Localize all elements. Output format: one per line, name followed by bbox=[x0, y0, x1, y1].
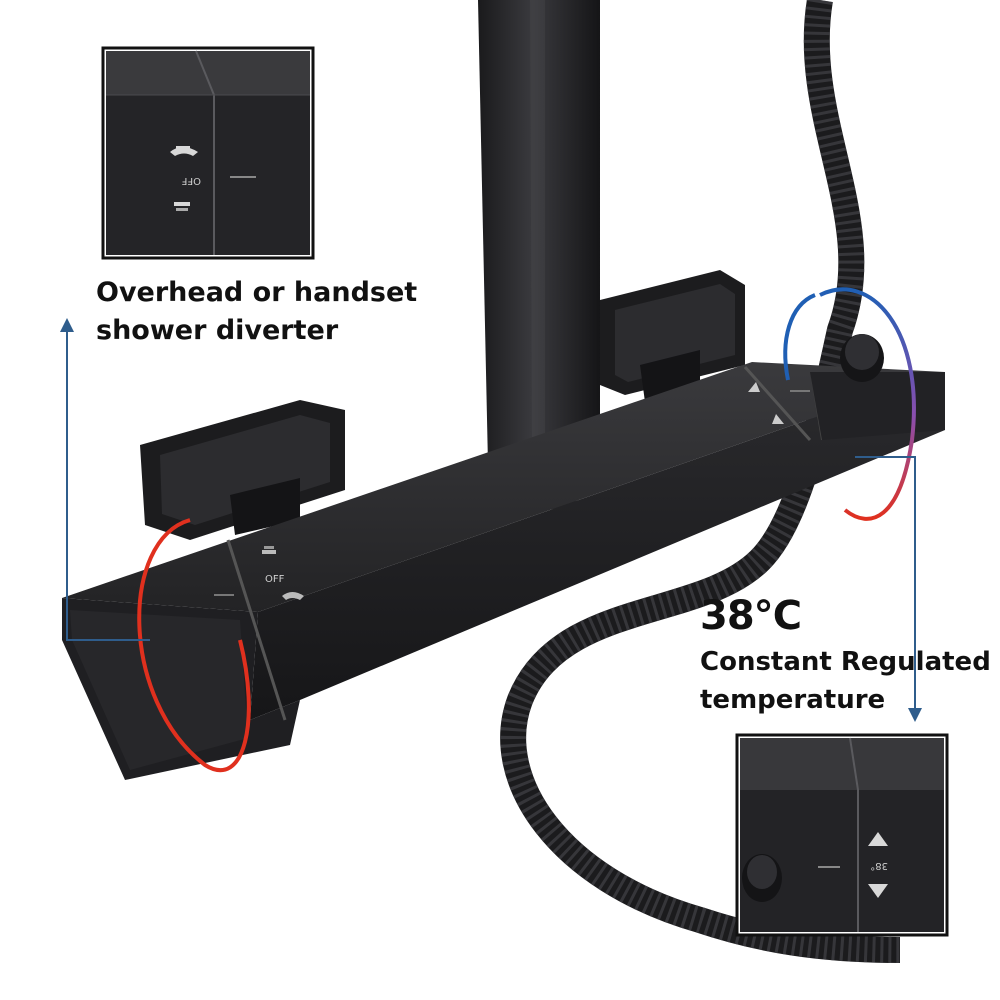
pointer-temperature bbox=[855, 456, 922, 722]
temperature-caption-line2: temperature bbox=[700, 685, 886, 715]
temperature-caption-line1: Constant Regulated bbox=[700, 647, 991, 677]
inset-temp-readout: 38° bbox=[870, 860, 888, 871]
diverter-caption-line1: Overhead or handset bbox=[96, 277, 418, 308]
temperature-value: 38℃ bbox=[700, 593, 802, 639]
temperature-caption: Constant Regulated temperature bbox=[700, 643, 991, 719]
wall-bracket-left bbox=[140, 400, 345, 540]
control-knob bbox=[840, 334, 884, 382]
off-label: OFF bbox=[265, 574, 285, 585]
diverter-caption: Overhead or handset shower diverter bbox=[96, 274, 417, 350]
temp-ring-right bbox=[819, 287, 916, 521]
thermostatic-bar bbox=[62, 362, 945, 780]
diverter-caption-line2: shower diverter bbox=[96, 315, 339, 346]
inset-diverter-closeup: OFF bbox=[101, 46, 315, 260]
hot-ring-left bbox=[137, 518, 251, 773]
bar-markings: OFF bbox=[214, 382, 810, 600]
pointer-diverter bbox=[60, 318, 150, 641]
inset-off-label: OFF bbox=[181, 175, 201, 186]
inset-temperature-closeup: 38° bbox=[735, 733, 949, 937]
